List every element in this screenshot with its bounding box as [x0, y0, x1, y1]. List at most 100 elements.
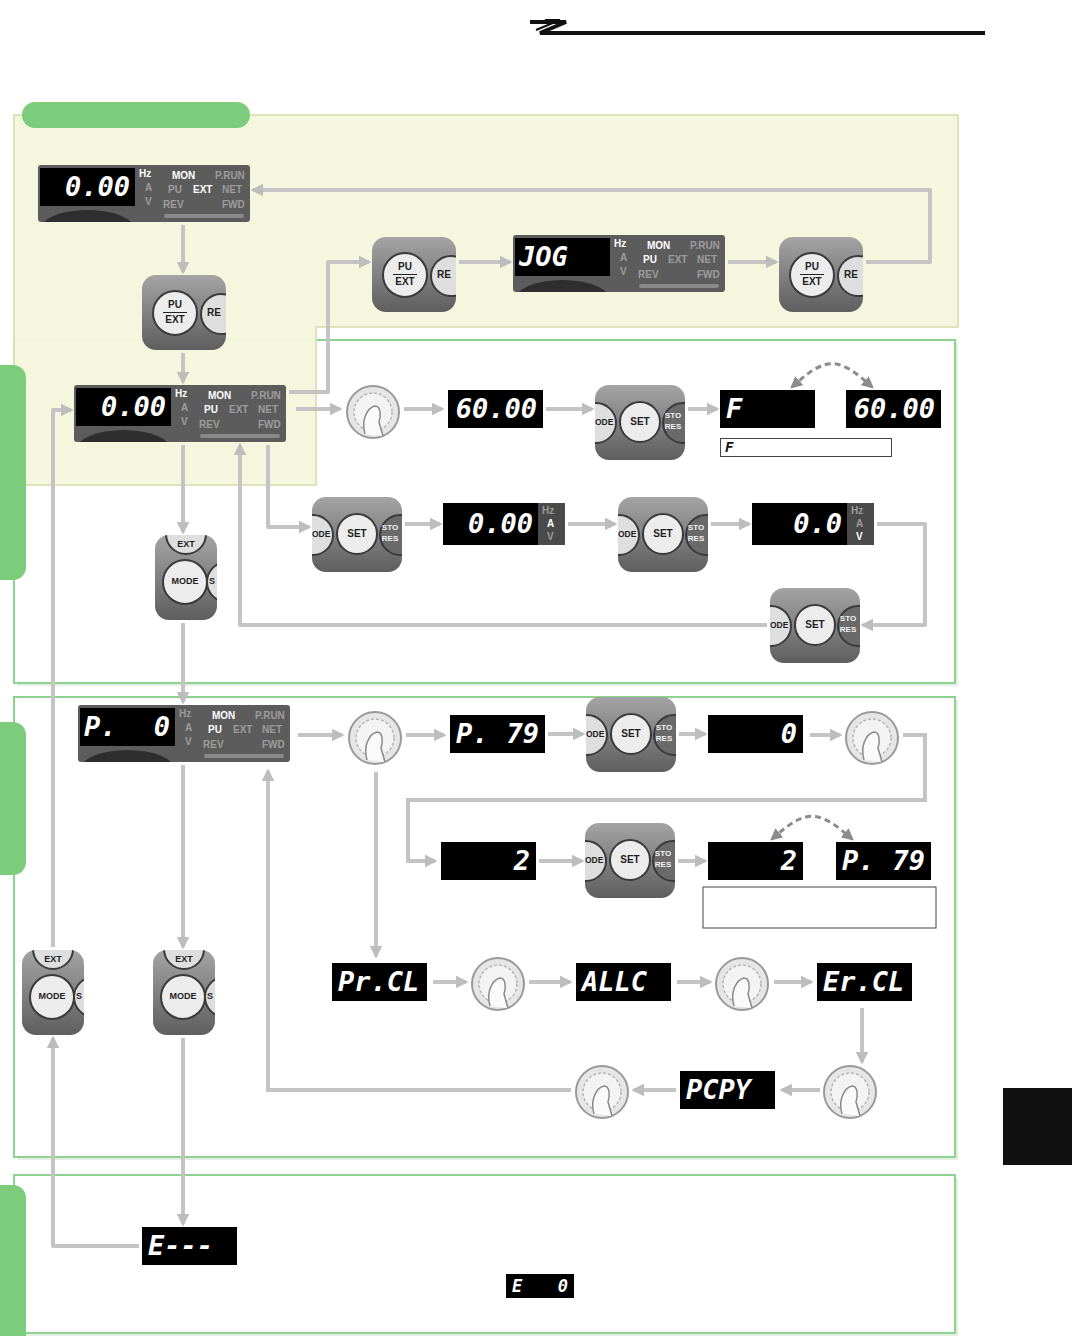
led-digits: E---: [148, 1230, 231, 1262]
flow-connector: [728, 260, 776, 264]
indicator-label: NET: [262, 724, 282, 736]
indicator-label: PU: [168, 184, 182, 196]
led-display: 60.00: [448, 390, 543, 428]
led-display: F: [720, 390, 815, 428]
key-divider: [163, 312, 187, 313]
key-label: ODE: [595, 417, 617, 428]
section-frames: [14, 340, 958, 1336]
pu-ext-key: PUEXTRE: [142, 275, 226, 350]
indicator-label: A: [547, 518, 554, 530]
mode-key: EXTMODES: [153, 950, 215, 1035]
indicator-label: V: [185, 736, 192, 748]
key-label: SET: [336, 528, 378, 539]
indicator-label: FWD: [258, 419, 281, 431]
indicator-bar: [164, 214, 244, 218]
key-label: MODE: [162, 576, 208, 587]
led-display: PCPY: [680, 1071, 775, 1109]
led-digits: 60.00: [454, 393, 537, 425]
flow-connector: [268, 445, 309, 527]
indicator-label: NET: [222, 184, 242, 196]
set-key: ODESETSTO RES: [770, 588, 860, 663]
setting-dial: [472, 958, 524, 1010]
indicator-label: V: [145, 196, 152, 208]
pu-ext-key: PUEXTRE: [372, 237, 456, 312]
setting-dial: [347, 386, 399, 438]
indicator-label: MON: [647, 240, 670, 252]
key-label: PU: [152, 299, 198, 310]
flow-connector: [678, 859, 705, 863]
indicator-label: A: [620, 252, 627, 264]
header-rule: [536, 20, 560, 30]
indicator-bar: [200, 434, 280, 438]
indicator-label: FWD: [697, 269, 720, 281]
monitor-display: 0.00HzAV: [443, 503, 565, 545]
flow-connector: [181, 353, 185, 382]
section-tabs: [0, 365, 26, 580]
led-digits: E 0: [512, 1275, 568, 1297]
led-display: 60.00: [846, 390, 941, 428]
indicator-label: REV: [638, 269, 659, 281]
indicator-label: A: [145, 182, 152, 194]
flow-connector: [568, 522, 615, 526]
indicator-label: MON: [212, 710, 235, 722]
flow-connector: [181, 623, 185, 702]
key-label: ODE: [312, 529, 334, 540]
section-frames: [14, 340, 955, 683]
indicator-label: Hz: [139, 168, 151, 180]
indicator-label: V: [856, 531, 863, 543]
setting-dial: [846, 712, 898, 764]
led-display: E---: [142, 1227, 237, 1265]
dial-edge: [80, 750, 175, 762]
led-digits: 0.00: [44, 171, 130, 203]
led-digits: P. 0: [84, 711, 170, 743]
indicator-label: REV: [203, 739, 224, 751]
key-label: SET: [794, 619, 836, 630]
indicator-label: Hz: [851, 505, 863, 517]
flow-arrow: [404, 407, 442, 411]
key-label: STO RES: [380, 522, 400, 544]
key-label: ODE: [770, 620, 792, 631]
indicator-label: FWD: [262, 739, 285, 751]
flow-connector: [679, 732, 705, 736]
led-display: P. 79: [836, 842, 931, 880]
led-digits: F: [725, 439, 733, 456]
setting-dial: [824, 1066, 876, 1118]
flow-arrow: [782, 1088, 820, 1092]
key-label: STO RES: [838, 613, 858, 635]
flow-connector: [181, 765, 185, 947]
key-label: RE: [433, 269, 455, 280]
set-key: ODESETSTO RES: [312, 497, 402, 572]
blank-note-box: [703, 887, 936, 928]
section-tabs: [22, 102, 250, 128]
key-label: SET: [610, 728, 652, 739]
indicator-bar: [204, 754, 284, 758]
indicator-label: Hz: [614, 238, 626, 250]
indicator-label: Hz: [179, 708, 191, 720]
flow-arrow: [268, 771, 571, 1090]
indicator-label: A: [185, 722, 192, 734]
dial-edge: [515, 280, 610, 292]
key-label: EXT: [163, 954, 205, 965]
flow-arrow: [810, 733, 840, 737]
indicator-label: P.RUN: [690, 240, 720, 252]
indicator-label: REV: [199, 419, 220, 431]
section-tabs: [0, 722, 26, 875]
key-label: RE: [840, 269, 862, 280]
pu-ext-key: PUEXTRE: [779, 237, 863, 312]
key-label: STO RES: [663, 410, 683, 432]
setting-dial: [347, 386, 898, 1118]
setting-dial: [716, 958, 768, 1010]
section-tabs: [0, 102, 1072, 1336]
indicator-label: REV: [163, 199, 184, 211]
flow-connector: [181, 225, 185, 272]
flow-arrow: [774, 980, 811, 984]
led-display: Er.CL: [817, 963, 912, 1001]
key-label: EXT: [165, 539, 207, 550]
led-digits: JOG: [519, 241, 605, 273]
indicator-label: EXT: [233, 724, 252, 736]
led-display: 2: [441, 842, 536, 880]
flow-arrow: [634, 1088, 676, 1092]
section-tabs: [1003, 1088, 1072, 1165]
led-display: 2: [708, 842, 803, 880]
